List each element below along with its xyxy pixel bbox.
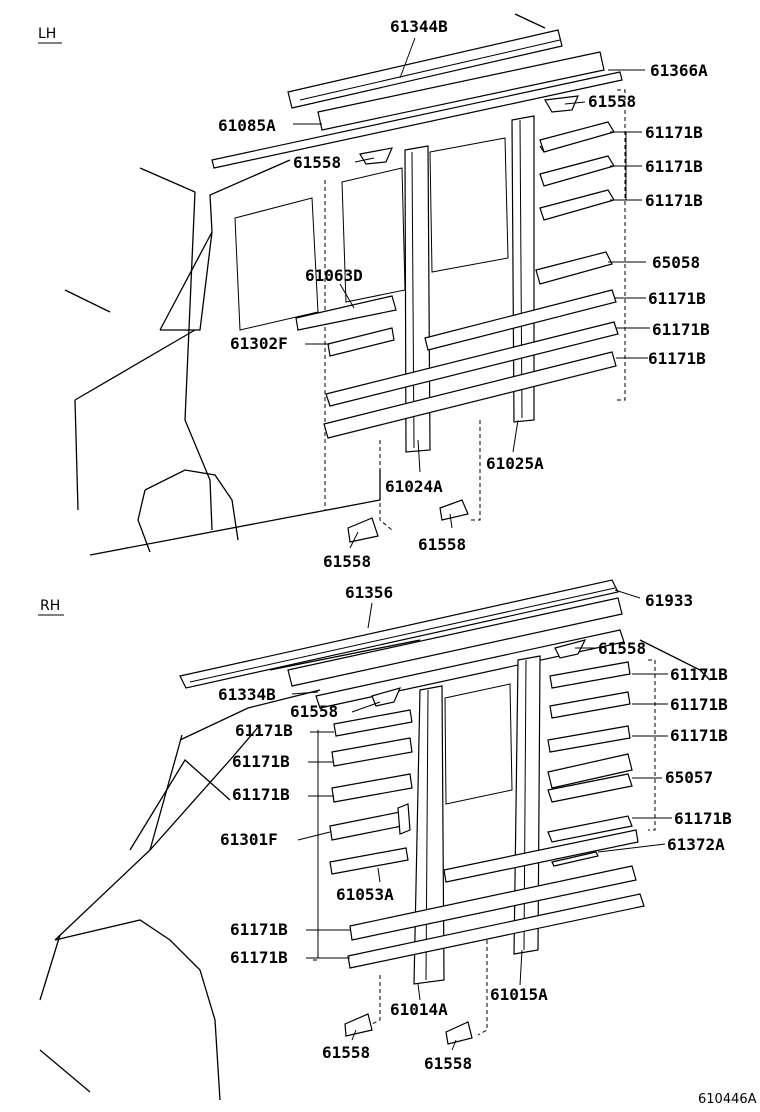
rh-label-61933: 61933: [645, 591, 693, 610]
rh-gussets: [344, 639, 587, 1045]
rh-roof-rails: [179, 579, 625, 709]
lh-label-61558-br: 61558: [418, 535, 466, 554]
rh-label-61171b-l5: 61171B: [230, 948, 288, 967]
rh-label-61014a: 61014A: [390, 1000, 448, 1019]
lh-label-61558-mid: 61558: [293, 153, 341, 172]
rh-label-61372a: 61372A: [667, 835, 725, 854]
lh-label-61171b-1: 61171B: [645, 123, 703, 142]
lh-label-61558-top: 61558: [588, 92, 636, 111]
rh-leaders: [291, 589, 672, 1051]
lh-roof-rail: [211, 29, 623, 169]
rh-label-65057: 65057: [665, 768, 713, 787]
rh-van-body: [39, 639, 711, 1101]
rh-label-61171b-r1: 61171B: [670, 665, 728, 684]
rh-label-61171b-l4: 61171B: [230, 920, 288, 939]
rh-label-61171b-l3: 61171B: [232, 785, 290, 804]
lh-right-parts: [535, 121, 615, 285]
rh-label-61558-top: 61558: [598, 639, 646, 658]
diagram-reference-code: 610446A: [698, 1092, 757, 1107]
lh-label-61025a: 61025A: [486, 454, 544, 473]
rh-label-61301f: 61301F: [220, 830, 278, 849]
lh-label-61344b: 61344B: [390, 17, 448, 36]
rh-right-parts: [547, 661, 633, 867]
lh-long-rails: [295, 289, 619, 439]
rh-side-label: RH: [40, 598, 60, 614]
lh-label-61171b-4: 61171B: [648, 289, 706, 308]
lh-label-61558-bl: 61558: [323, 552, 371, 571]
rh-label-61356: 61356: [345, 583, 393, 602]
rh-label-61558-br: 61558: [424, 1054, 472, 1073]
lh-leaders: [293, 37, 650, 549]
rh-label-61171b-r4: 61171B: [674, 809, 732, 828]
lh-side-label: LH: [38, 26, 56, 42]
lh-label-61366a: 61366A: [650, 61, 708, 80]
rh-label-61558-mid: 61558: [290, 702, 338, 721]
rh-long-rails: [347, 829, 645, 969]
lh-label-61024a: 61024A: [385, 477, 443, 496]
lh-label-65058: 65058: [652, 253, 700, 272]
lh-label-61063d: 61063D: [305, 266, 363, 285]
lh-label-61171b-3: 61171B: [645, 191, 703, 210]
lh-label-61171b-2: 61171B: [645, 157, 703, 176]
rh-label-61171b-r3: 61171B: [670, 726, 728, 745]
rh-label-61053a: 61053A: [336, 885, 394, 904]
lh-label-61302f: 61302F: [230, 334, 288, 353]
rh-label-61558-bl: 61558: [322, 1043, 370, 1062]
rh-label-61171b-r2: 61171B: [670, 695, 728, 714]
rh-section: RH: [38, 579, 732, 1101]
rh-label-61171b-l2: 61171B: [232, 752, 290, 771]
rh-left-parts: [329, 709, 413, 875]
rh-label-61015a: 61015A: [490, 985, 548, 1004]
rh-label-61171b-l1: 61171B: [235, 721, 293, 740]
rh-label-61334b: 61334B: [218, 685, 276, 704]
lh-label-61171b-5: 61171B: [652, 320, 710, 339]
lh-label-61085a: 61085A: [218, 116, 276, 135]
lh-label-61171b-6: 61171B: [648, 349, 706, 368]
lh-section: LH: [38, 13, 710, 571]
